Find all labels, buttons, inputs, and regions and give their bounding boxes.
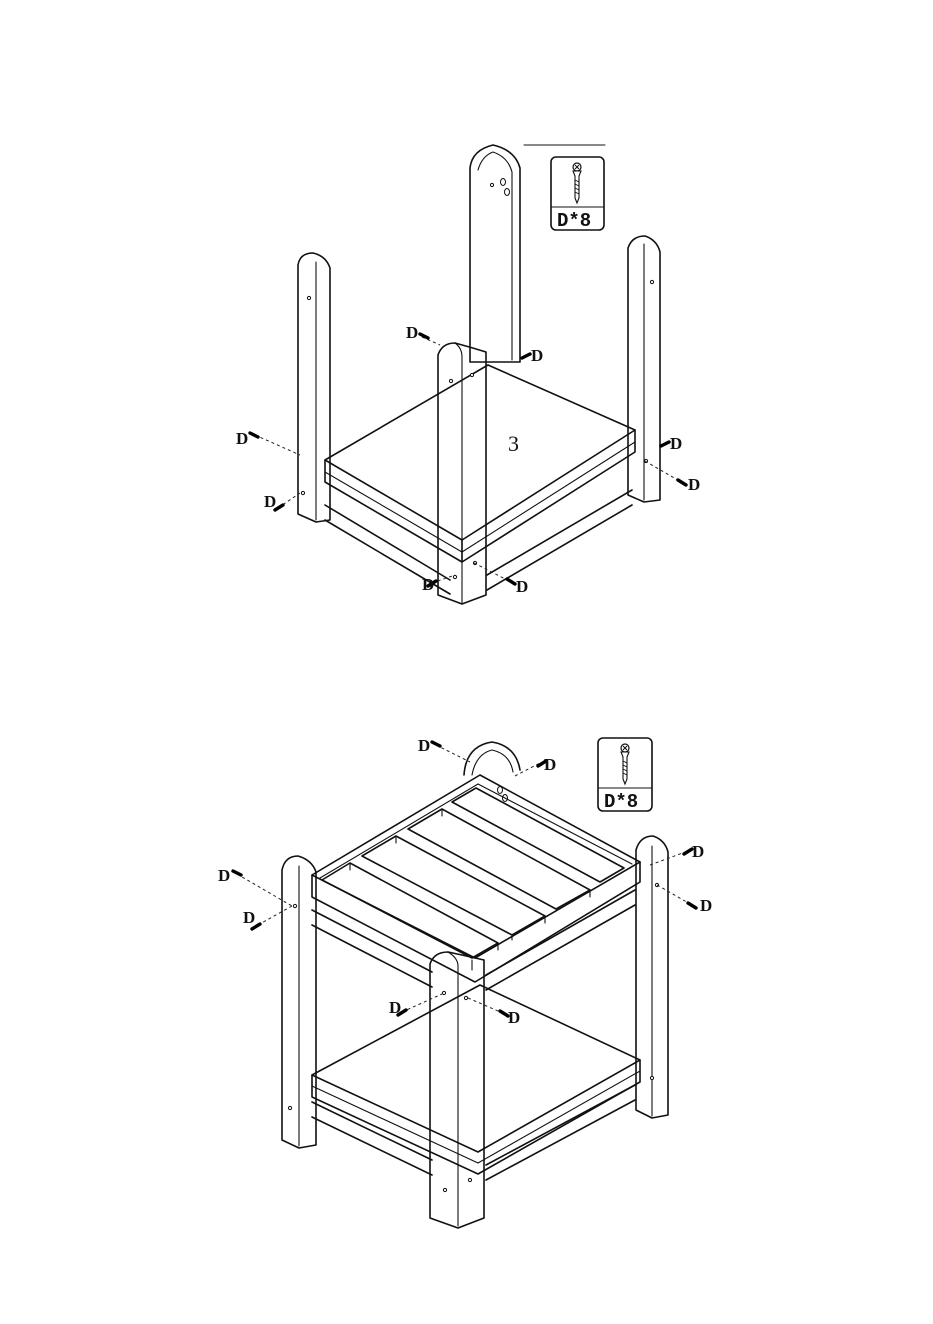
top-slats <box>322 788 624 958</box>
front-leg <box>438 343 486 604</box>
screw-label-d: D <box>700 896 712 915</box>
screw-icon <box>621 744 629 784</box>
back-leg <box>470 145 520 362</box>
screw-labels: D D D D D D D D <box>218 736 712 1027</box>
left-leg <box>282 856 316 1148</box>
step-3-illustration: 3 D D D D D D <box>236 145 700 604</box>
right-leg <box>628 236 660 502</box>
screw-label-d: D <box>243 908 255 927</box>
step-number: 3 <box>508 431 519 456</box>
part-quantity-label: D*8 <box>557 210 591 232</box>
step-4-illustration: D D D D D D D D D*8 <box>218 736 712 1228</box>
screw-icon <box>573 163 581 203</box>
screw-label-d: D <box>544 755 556 774</box>
screw-label-d: D <box>406 323 418 342</box>
screw-label-d: D <box>670 434 682 453</box>
screws <box>233 742 696 1016</box>
screw-label-d: D <box>516 577 528 596</box>
screw-labels: D D D D D D D D <box>236 323 700 596</box>
part-callout-box: D*8 <box>524 145 605 232</box>
front-leg <box>430 952 484 1228</box>
part-callout-box: D*8 <box>598 738 652 813</box>
side-rails <box>312 890 635 990</box>
screw-label-d: D <box>692 842 704 861</box>
screw-label-d: D <box>688 475 700 494</box>
screw-guides <box>255 337 683 583</box>
part-quantity-label: D*8 <box>604 791 638 813</box>
screw-label-d: D <box>508 1008 520 1027</box>
screw-label-d: D <box>218 866 230 885</box>
screw-label-d: D <box>236 429 248 448</box>
bottom-shelf <box>312 985 640 1180</box>
screw-label-d: D <box>422 575 434 594</box>
screw-guides <box>237 745 692 1014</box>
screw-label-d: D <box>418 736 430 755</box>
screw-label-d: D <box>531 346 543 365</box>
screw-label-d: D <box>264 492 276 511</box>
bottom-shelf <box>325 365 635 594</box>
screw-label-d: D <box>389 998 401 1017</box>
